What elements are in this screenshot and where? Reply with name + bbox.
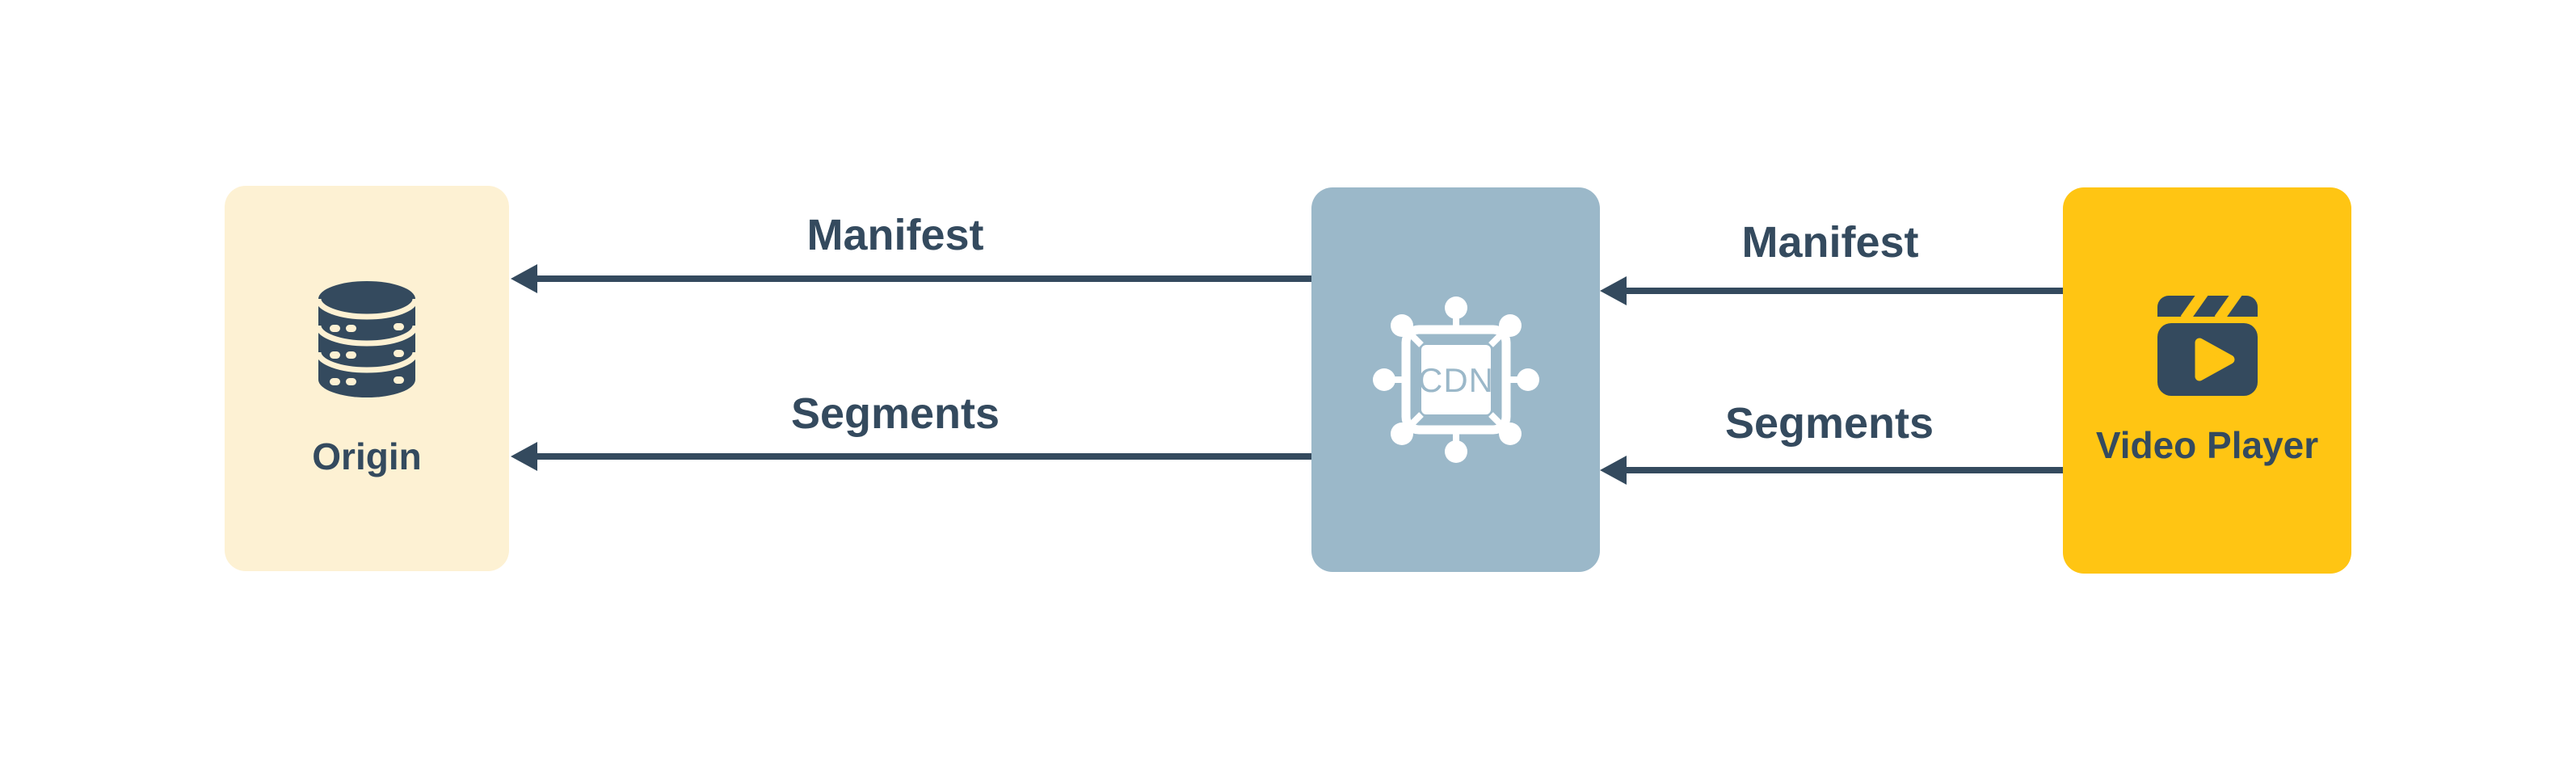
database-icon	[317, 281, 417, 398]
arrowhead-left-icon	[511, 264, 537, 293]
arrowhead-left-icon	[1600, 276, 1627, 305]
edge-player-to-cdn-manifest-line	[1623, 288, 2063, 294]
node-video-player: Video Player	[2063, 187, 2351, 574]
edge-label-segments: Segments	[790, 389, 1000, 438]
arrowhead-left-icon	[1600, 456, 1627, 485]
edge-label-manifest: Manifest	[806, 211, 984, 259]
node-cdn: CDN	[1311, 187, 1600, 572]
edge-cdn-to-origin-segments-line	[533, 453, 1311, 460]
cdn-network-chip-icon: CDN	[1372, 296, 1539, 463]
edge-label-segments: Segments	[1724, 399, 1934, 448]
node-origin: Origin	[225, 186, 509, 571]
clapperboard-play-icon	[2157, 295, 2258, 396]
node-origin-label: Origin	[312, 435, 422, 478]
cdn-icon-text: CDN	[1418, 361, 1494, 399]
edge-cdn-to-origin-manifest-line	[533, 275, 1311, 282]
arrowhead-left-icon	[511, 442, 537, 471]
edge-player-to-cdn-segments-line	[1623, 467, 2063, 473]
node-video-player-label: Video Player	[2095, 423, 2319, 466]
edge-label-manifest: Manifest	[1741, 218, 1919, 267]
